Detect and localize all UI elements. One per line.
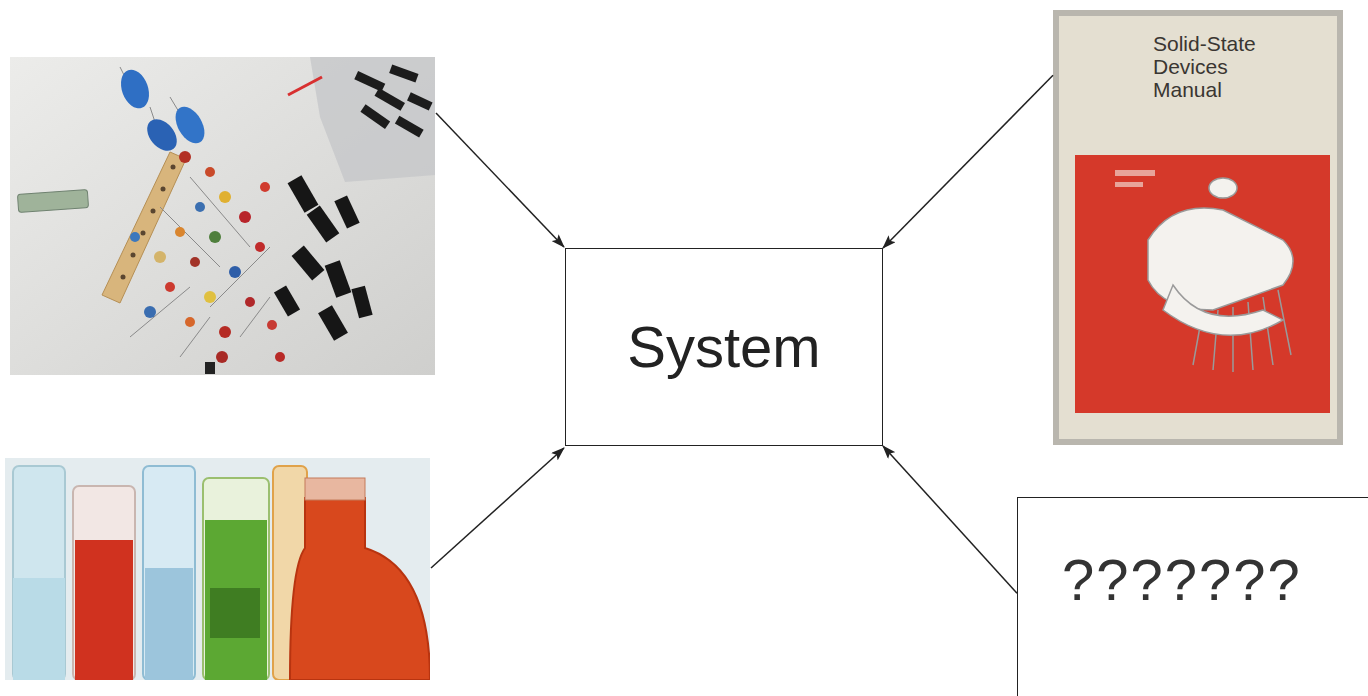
red-wire bbox=[288, 77, 322, 95]
arrow-connector bbox=[883, 446, 1017, 593]
book-frame bbox=[1053, 10, 1343, 445]
arrow-connector bbox=[883, 75, 1053, 248]
book-title-block: Solid-State Devices Manual bbox=[1053, 10, 1343, 445]
photo-background bbox=[5, 458, 430, 680]
small-components bbox=[130, 151, 285, 374]
node-label: System bbox=[627, 315, 820, 379]
wooden-strip bbox=[102, 152, 186, 303]
transistor-illustration bbox=[1148, 178, 1293, 372]
unknown-box: ??????? bbox=[1017, 497, 1368, 696]
process-box: System bbox=[565, 248, 883, 446]
red-panel bbox=[1075, 155, 1330, 413]
test-tubes bbox=[13, 466, 430, 680]
lead-wires bbox=[120, 67, 270, 357]
arrow-line bbox=[431, 448, 564, 568]
arrow-line bbox=[436, 113, 564, 247]
black-components bbox=[274, 175, 373, 341]
bagged-resistors bbox=[354, 64, 432, 137]
blue-capacitors bbox=[116, 66, 210, 157]
table-surface bbox=[10, 57, 435, 375]
components-photo bbox=[10, 57, 435, 375]
plastic-bag bbox=[310, 57, 435, 182]
node-label: Solid-State Devices Manual bbox=[1153, 32, 1283, 101]
strip-holes bbox=[121, 165, 176, 280]
green-component bbox=[17, 190, 88, 213]
node-label: ??????? bbox=[1062, 548, 1302, 612]
panel-marks bbox=[1115, 170, 1155, 187]
book-paper bbox=[1059, 16, 1337, 439]
test-tubes-photo bbox=[5, 458, 430, 680]
